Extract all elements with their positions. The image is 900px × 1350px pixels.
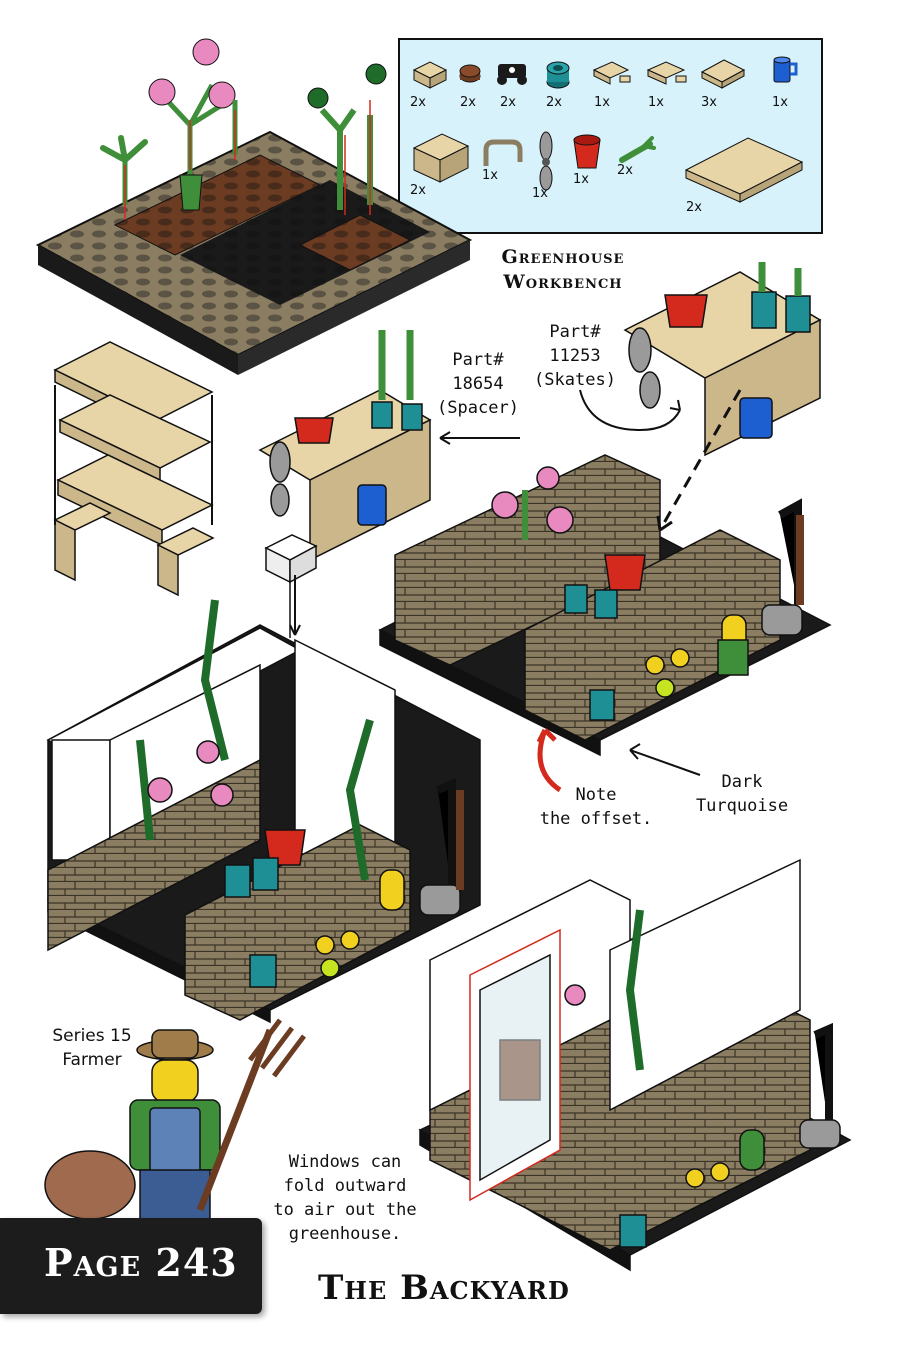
part-qty: 2x	[410, 95, 426, 110]
callout-turquoise: Dark Turquoise	[690, 770, 794, 818]
plate-2x4-tan-icon	[684, 137, 804, 203]
part-qty: 2x	[546, 95, 562, 110]
stud-block-exploded	[264, 534, 318, 638]
callout-line: 18654	[452, 374, 504, 394]
greenhouse-partial	[46, 599, 481, 1024]
red-guide-arrows	[124, 100, 371, 220]
part-qty: 1x	[594, 95, 610, 110]
page-number-tab	[0, 1218, 262, 1314]
bar-handle-tan-icon	[483, 139, 523, 166]
section-title-line: Greenhouse	[501, 246, 625, 268]
wheel-holder-black-icon	[497, 64, 527, 85]
part-qty: 2x	[617, 163, 633, 178]
callout-skates: Part# 11253 (Skates)	[532, 320, 618, 392]
workbench-with-skates-left	[258, 330, 432, 562]
caption-line: Series 15	[52, 1026, 132, 1046]
tile-1x1-tan-icon	[412, 61, 448, 89]
exploded-shelf-assembly	[53, 341, 215, 597]
callout-line: to air out the	[273, 1200, 417, 1220]
callout-line: Turquoise	[695, 796, 789, 816]
skates-icon	[539, 131, 553, 191]
caption-line: Farmer	[62, 1050, 122, 1070]
callout-line: Windows can	[288, 1152, 402, 1172]
part-qty: 2x	[686, 200, 702, 215]
round-brick-turquoise-icon	[546, 61, 570, 89]
callout-line: Part#	[452, 350, 504, 370]
part-qty: 2x	[500, 95, 516, 110]
callout-windows: Windows can fold outward to air out the …	[272, 1150, 418, 1246]
callout-line: Dark	[721, 772, 763, 792]
callout-line: Part#	[549, 322, 601, 342]
part-qty: 2x	[410, 183, 426, 198]
planter-box-build	[378, 454, 832, 757]
flower-pot-red-icon	[573, 134, 601, 169]
callout-offset: Note the offset.	[536, 783, 656, 831]
minifig-caption: Series 15 Farmer	[40, 1024, 144, 1072]
plate-clip2-tan-icon	[646, 61, 687, 85]
callout-spacer: Part# 18654 (Spacer)	[436, 348, 520, 420]
section-title-line: Workbench	[503, 271, 623, 293]
greenhouse-finished	[418, 858, 852, 1272]
part-qty: 1x	[573, 172, 589, 187]
stem-green-icon	[619, 136, 656, 163]
part-qty: 3x	[701, 95, 717, 110]
plate-1x2-tan-icon	[700, 59, 746, 89]
plate-clip-tan-icon	[592, 61, 631, 85]
section-title: Greenhouse Workbench	[488, 245, 638, 295]
part-qty: 1x	[482, 168, 498, 183]
round-plate-brown-icon	[459, 64, 481, 83]
farmer-minifig	[44, 1018, 306, 1221]
callout-line: (Spacer)	[437, 398, 519, 418]
callout-line: greenhouse.	[288, 1224, 402, 1244]
brick-1x2-tan-icon	[412, 133, 470, 183]
parts-list-illustrations	[412, 56, 804, 203]
callout-line: Note	[575, 785, 617, 805]
workbench-base-plate	[35, 130, 473, 375]
mug-blue-icon	[773, 56, 798, 83]
callout-line: 11253	[549, 346, 601, 366]
part-qty: 1x	[532, 186, 548, 201]
workbench-with-skates-right	[623, 262, 822, 457]
page-number: Page 243	[44, 1240, 238, 1285]
callout-line: fold outward	[283, 1176, 407, 1196]
part-qty: 1x	[772, 95, 788, 110]
page-title: The Backyard	[318, 1268, 570, 1308]
part-qty: 2x	[460, 95, 476, 110]
callout-arrows	[289, 389, 742, 793]
part-qty: 1x	[648, 95, 664, 110]
callout-line: the offset.	[539, 809, 653, 829]
callout-line: (Skates)	[534, 370, 616, 390]
